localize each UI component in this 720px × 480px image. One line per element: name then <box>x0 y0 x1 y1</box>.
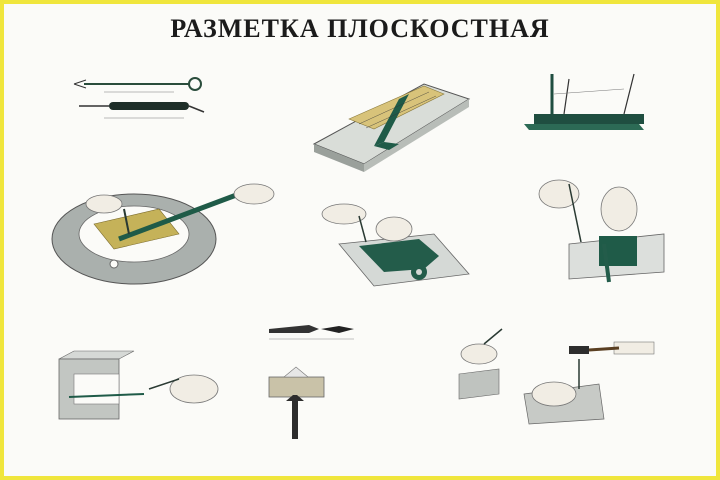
scribing-lines-figure <box>524 73 644 130</box>
punch-figure <box>268 325 354 439</box>
hammer-punching-figure <box>458 328 655 425</box>
parallel-lines-figure <box>538 179 665 283</box>
scriber-figure <box>73 77 205 119</box>
bracket-figure <box>58 350 219 420</box>
plate-square-figure <box>312 83 471 172</box>
poster-title: РАЗМЕТКА ПЛОСКОСТНАЯ <box>170 14 550 43</box>
template-scribing-figure <box>321 203 470 287</box>
ring-square-figure <box>51 183 275 285</box>
